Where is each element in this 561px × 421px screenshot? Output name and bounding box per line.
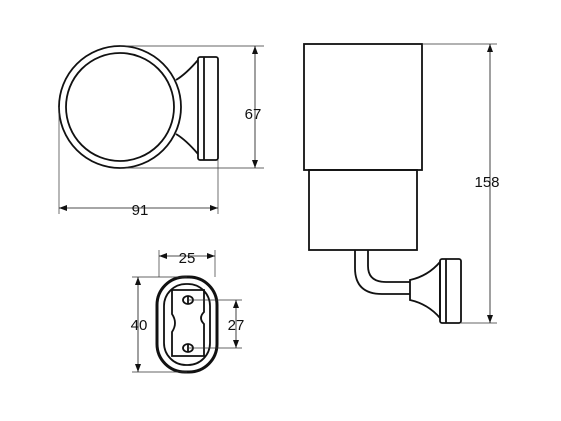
- holder-arm-bend-inner: [367, 250, 410, 283]
- side-view: [303, 43, 462, 324]
- dimension-91: 91: [58, 107, 219, 219]
- plate-slot-profile: [171, 289, 205, 357]
- dimension-27: 27: [188, 299, 245, 349]
- plate-view: [155, 275, 219, 374]
- dimension-67: 67: [120, 45, 264, 169]
- glass-body: [303, 43, 423, 171]
- dimension-label-total-height: 158: [474, 174, 499, 191]
- dimension-label-plate-width: 25: [179, 250, 196, 267]
- holder-cup: [308, 169, 418, 251]
- dimension-label-hole-spacing: 27: [228, 317, 245, 334]
- dimension-label-plate-height: 40: [131, 317, 148, 334]
- front-view: [58, 45, 219, 169]
- dimension-40: 40: [131, 276, 187, 373]
- plate-outer: [155, 275, 219, 374]
- plate-inner: [163, 283, 211, 366]
- dimension-label-front-height: 67: [245, 106, 262, 123]
- dimension-25: 25: [158, 250, 216, 277]
- holder-arm-bend: [354, 250, 410, 295]
- holder-rosette: [409, 259, 441, 321]
- holder-arm: [175, 59, 199, 155]
- glass-outer-ring: [58, 45, 182, 169]
- wall-plate: [439, 258, 462, 324]
- wall-flange: [197, 56, 219, 161]
- dimension-label-front-width: 91: [132, 202, 149, 219]
- dimension-158: 158: [422, 43, 500, 324]
- glass-inner-ring: [65, 52, 175, 162]
